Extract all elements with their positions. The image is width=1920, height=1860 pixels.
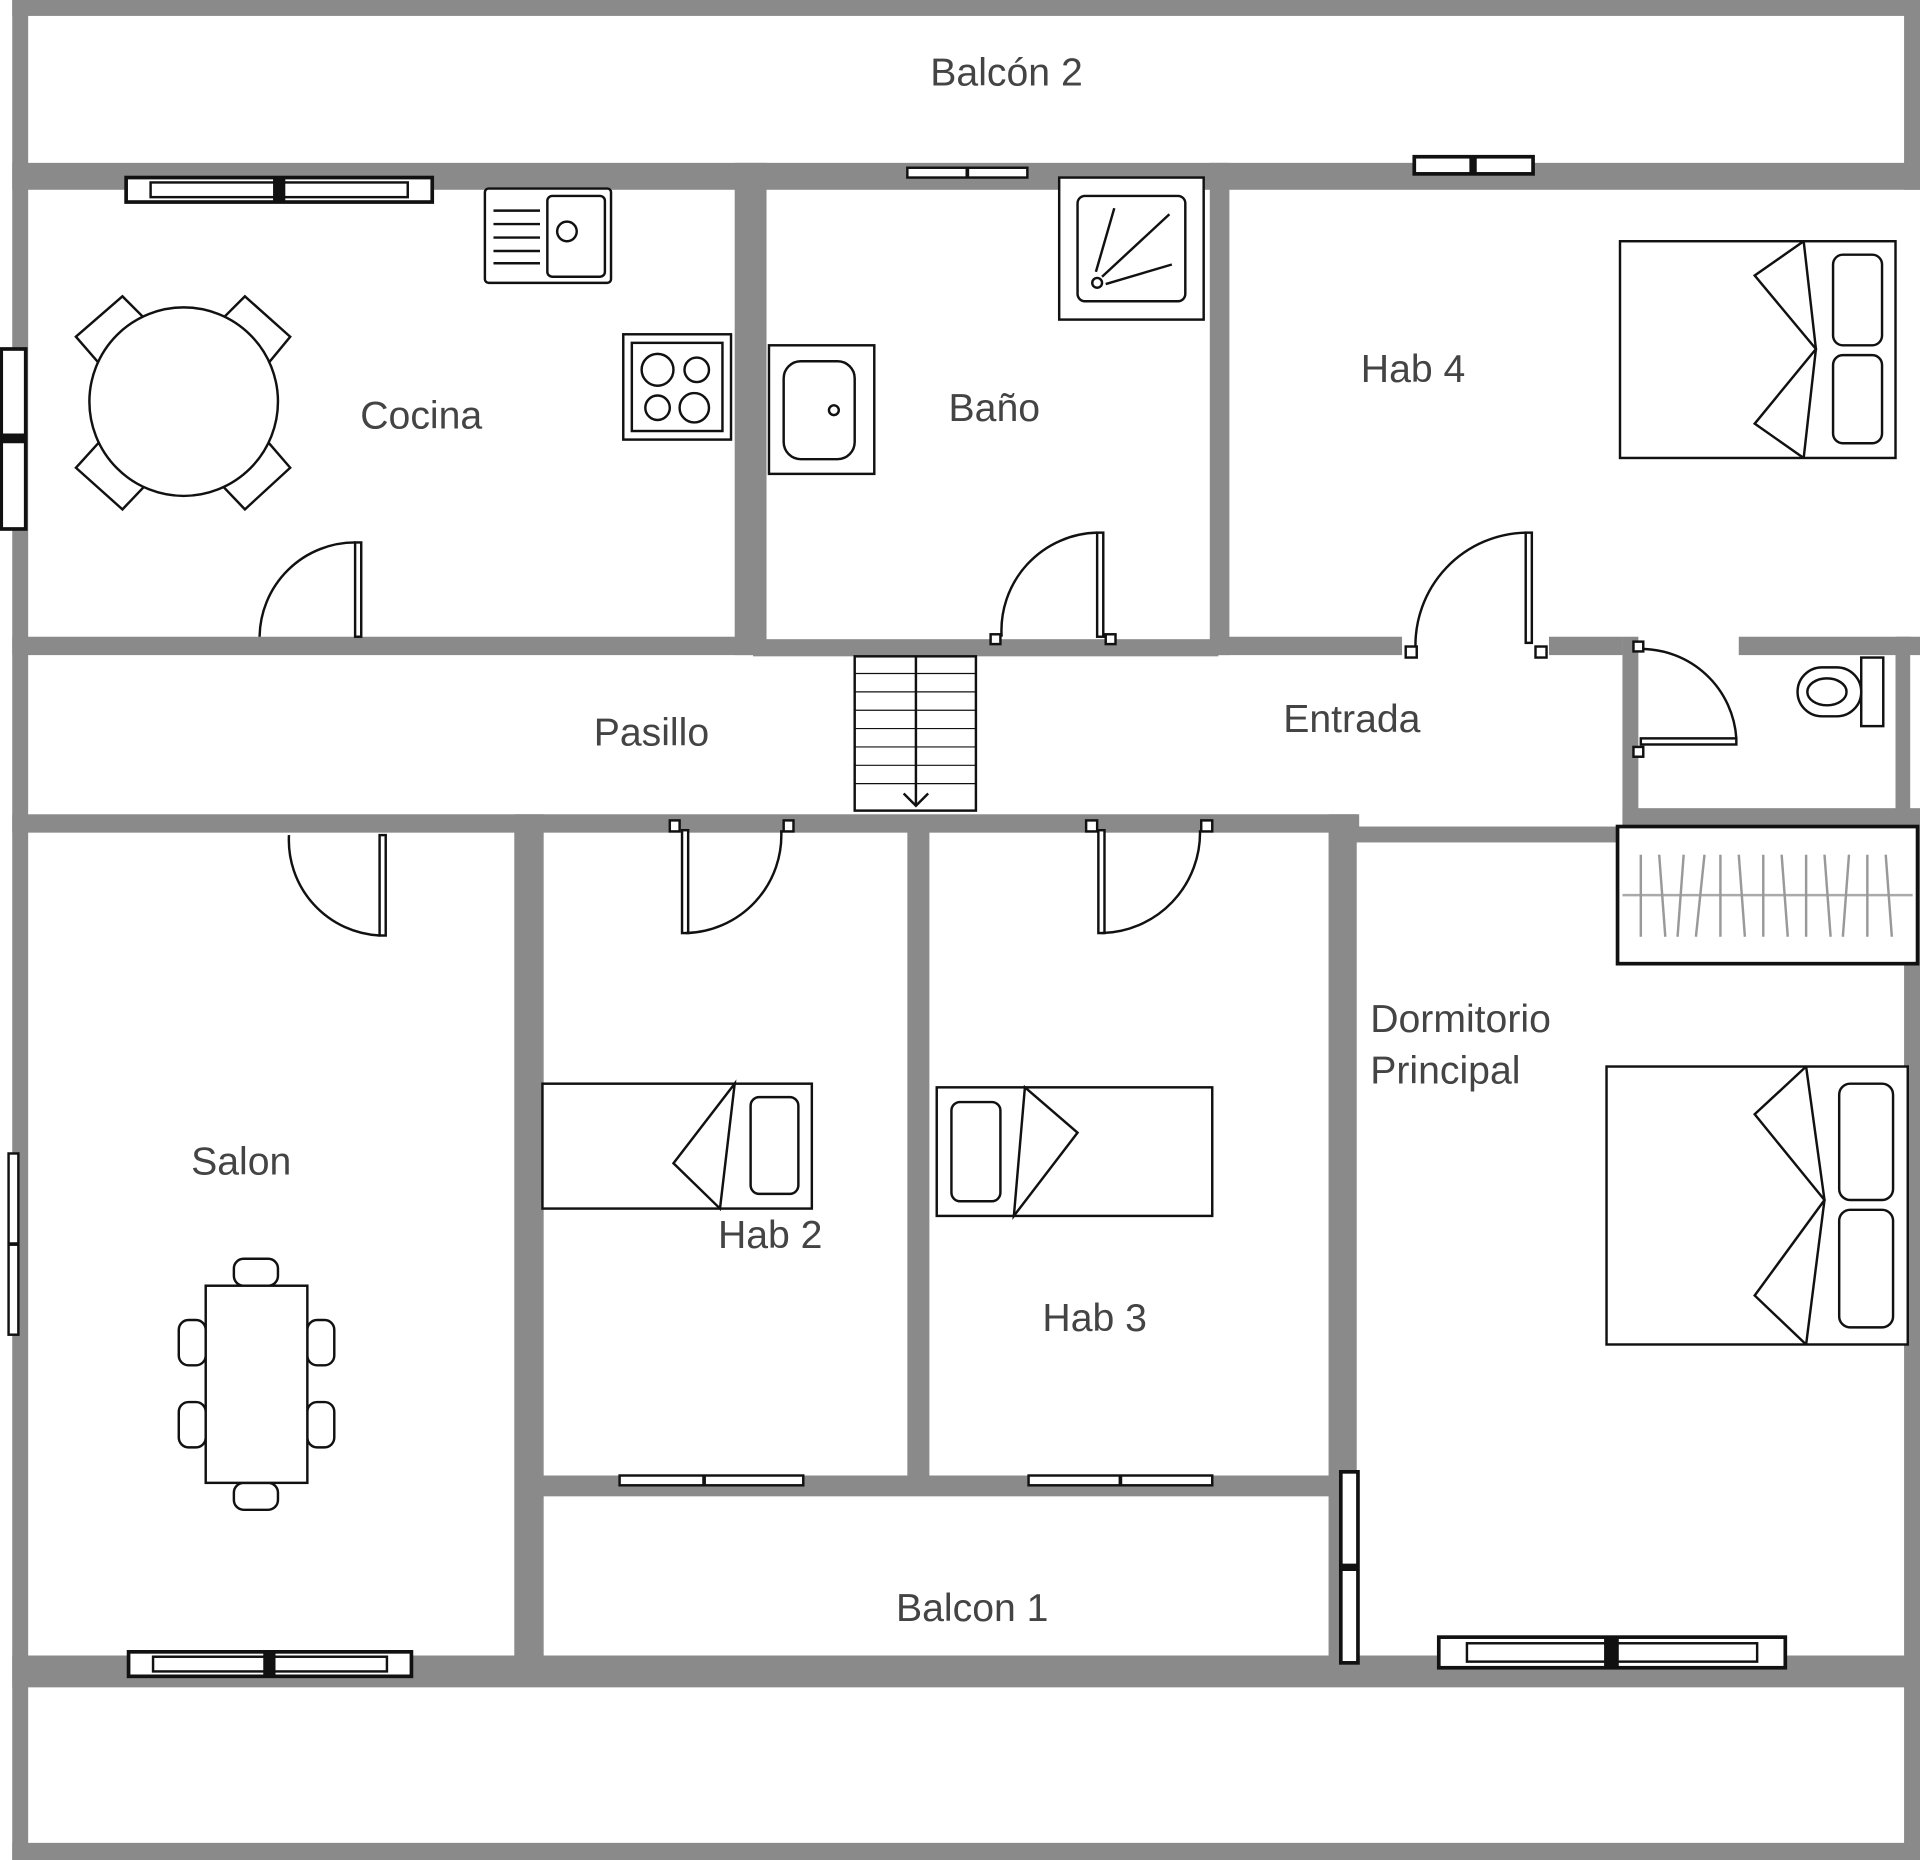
stove — [622, 333, 733, 441]
label-balcon-2: Balcón 2 — [930, 52, 1082, 95]
label-hab-4: Hab 4 — [1361, 348, 1466, 391]
bed-dormitorio — [1605, 1065, 1909, 1346]
kitchen-sink — [483, 187, 613, 285]
label-entrada: Entrada — [1283, 698, 1420, 741]
label-bano: Baño — [949, 387, 1040, 430]
doors — [258, 531, 1738, 937]
toilet — [1796, 656, 1885, 728]
windows — [0, 154, 1788, 1679]
washbasin — [767, 344, 876, 476]
label-cocina: Cocina — [360, 395, 482, 438]
stairs — [853, 655, 978, 812]
bed-hab4 — [1618, 240, 1897, 460]
label-hab-2: Hab 2 — [718, 1214, 823, 1257]
bed-hab2 — [541, 1079, 814, 1212]
label-principal: Principal — [1370, 1050, 1520, 1093]
label-hab-3: Hab 3 — [1042, 1297, 1147, 1340]
dining-table — [177, 1257, 336, 1512]
label-pasillo: Pasillo — [594, 712, 709, 755]
kitchen-table — [74, 294, 292, 512]
label-salon: Salon — [191, 1140, 291, 1183]
label-balcon-1: Balcon 1 — [896, 1587, 1048, 1630]
label-dormitorio: Dormitorio — [1370, 998, 1551, 1041]
shower — [1057, 176, 1205, 321]
bed-hab3 — [935, 1084, 1214, 1220]
wardrobe — [1615, 824, 1920, 966]
